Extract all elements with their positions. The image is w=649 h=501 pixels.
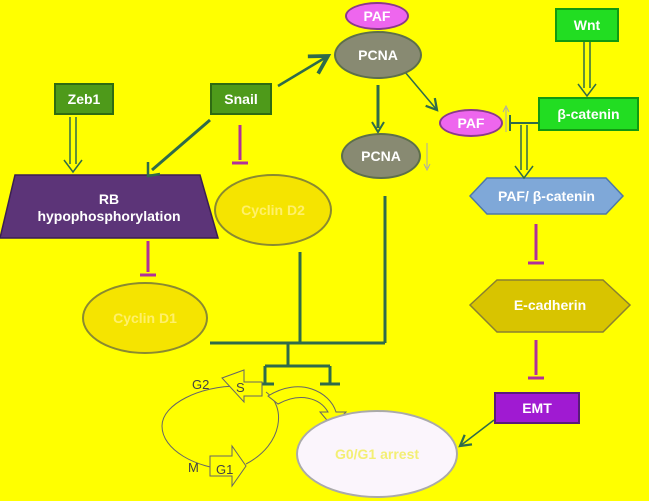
e-cadherin-node: E-cadherin [470,290,630,320]
emt-label: EMT [522,399,552,416]
paf-beta-catenin-node: PAF/ β-catenin [470,180,623,212]
cyclin-d1-node: Cyclin D1 [82,282,208,354]
cyclin-d2-node: Cyclin D2 [214,174,332,246]
cyclin-d1-label: Cyclin D1 [113,309,177,326]
pcna-mid-node: PCNA [341,133,421,179]
snail-label: Snail [224,90,258,107]
snail-to-rb-head [146,162,161,178]
pcna-to-paf-line [404,71,439,112]
rb-label-block: RB hypophosphorylation [6,186,212,230]
pcna-mid-label: PCNA [361,147,401,164]
emt-to-g0g1-line [458,419,495,448]
paf-top-label: PAF [363,7,391,24]
emt-node: EMT [494,392,580,424]
paf-beta-catenin-label: PAF/ β-catenin [498,187,595,204]
phase-s-label: S [236,380,245,395]
snail-to-rb-line [151,118,211,172]
pcna-down-head [371,121,385,134]
g0g1-arrest-node: G0/G1 arrest [296,410,458,498]
e-cadherin-label: E-cadherin [513,296,587,313]
pcna-top-label: PCNA [358,46,398,63]
cycle-connectors [210,196,387,386]
activation-arrows [63,42,597,180]
paf-mid-label: PAF [457,114,485,131]
snail-node: Snail [210,83,272,115]
paf-beta-catenin-hexagon [468,177,625,215]
cell-cycle-arrows [161,369,348,488]
pcna-top-node: PCNA [334,31,422,79]
rb-label-line1: RB [98,191,120,207]
g0g1-arrest-label: G0/G1 arrest [334,445,420,462]
zeb1-label: Zeb1 [67,90,101,107]
paf-top-node: PAF [345,2,409,30]
wnt-label: Wnt [573,16,601,33]
cyclin-d2-label: Cyclin D2 [241,201,305,218]
beta-catenin-label: β-catenin [557,105,620,122]
phase-g2-label: G2 [192,377,210,392]
phase-g1-label: G1 [216,462,234,477]
e-cadherin-hexagon [468,279,632,333]
inhibition-links [140,125,544,380]
paf-mid-node: PAF [439,109,503,137]
beta-catenin-node: β-catenin [538,97,639,131]
wnt-node: Wnt [555,8,619,42]
rb-label-line2: hypophosphorylation [37,208,181,224]
zeb1-node: Zeb1 [54,83,114,115]
phase-m-label: M [188,460,199,475]
rb-trapezoid [0,174,219,239]
snail-to-pcna-line [277,54,332,88]
